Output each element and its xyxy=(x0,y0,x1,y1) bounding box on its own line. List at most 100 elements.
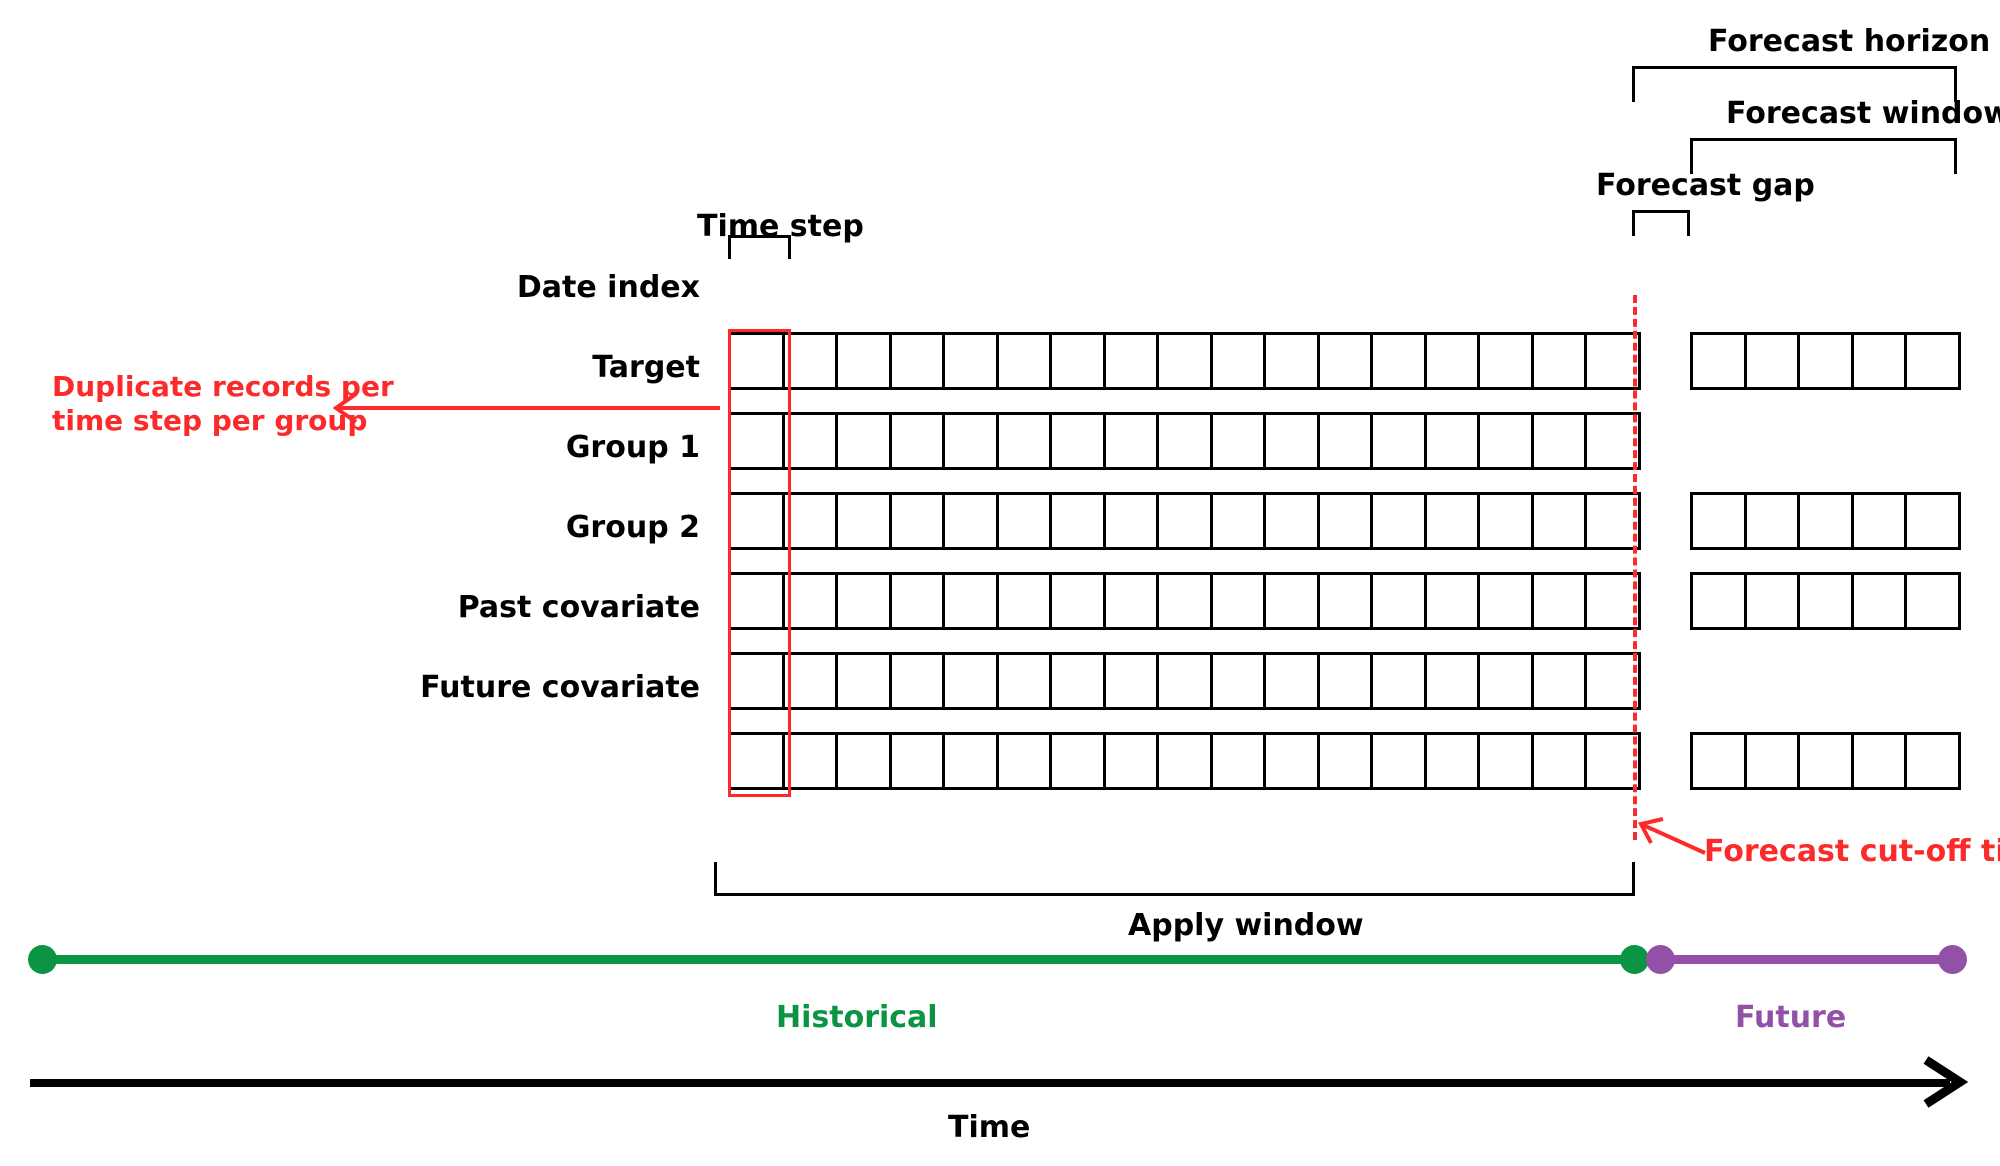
future-row-future-covariate xyxy=(1690,732,1961,790)
historical-start-dot xyxy=(28,945,57,974)
grid-cell xyxy=(1209,652,1266,710)
grid-cell xyxy=(1743,732,1800,790)
grid-cell xyxy=(1584,332,1641,390)
grid-cell xyxy=(1316,732,1373,790)
grid-cell xyxy=(835,492,892,550)
grid-cell xyxy=(1156,412,1213,470)
future-row-date-index xyxy=(1690,332,1961,390)
grid-cell xyxy=(728,412,785,470)
grid-cell xyxy=(1049,732,1106,790)
historical-row-group-1 xyxy=(728,492,1641,550)
grid-cell xyxy=(995,412,1052,470)
grid-cell xyxy=(1263,572,1320,630)
grid-cell xyxy=(1797,492,1854,550)
grid-cell xyxy=(1049,492,1106,550)
future-start-dot xyxy=(1646,945,1675,974)
grid-cell xyxy=(1530,652,1587,710)
grid-cell xyxy=(1423,492,1480,550)
time-step-label: Time step xyxy=(697,209,864,244)
grid-cell xyxy=(995,492,1052,550)
grid-cell xyxy=(1316,332,1373,390)
grid-cell xyxy=(835,412,892,470)
grid-cell xyxy=(1530,332,1587,390)
historical-row-group-2 xyxy=(728,572,1641,630)
grid-cell xyxy=(835,652,892,710)
grid-cell xyxy=(1263,492,1320,550)
forecast-window-label: Forecast window xyxy=(1726,96,2000,131)
grid-cell xyxy=(1690,572,1747,630)
grid-cell xyxy=(1209,412,1266,470)
grid-cell xyxy=(1797,332,1854,390)
grid-cell xyxy=(1423,332,1480,390)
grid-cell xyxy=(1209,572,1266,630)
grid-cell xyxy=(1102,732,1159,790)
grid-cell xyxy=(1904,572,1961,630)
grid-cell xyxy=(1049,332,1106,390)
grid-cell xyxy=(1370,332,1427,390)
historical-row-target xyxy=(728,412,1641,470)
grid-cell xyxy=(1370,652,1427,710)
grid-cell xyxy=(1423,572,1480,630)
grid-cell xyxy=(995,652,1052,710)
grid-cell xyxy=(1049,412,1106,470)
grid-cell xyxy=(1530,732,1587,790)
grid-cell xyxy=(1904,492,1961,550)
grid-cell xyxy=(835,332,892,390)
grid-cell xyxy=(1477,492,1534,550)
grid-cell xyxy=(1743,572,1800,630)
historical-timeline-line xyxy=(42,955,1644,964)
time-axis-label: Time xyxy=(948,1110,1031,1145)
grid-cell xyxy=(728,732,785,790)
grid-cell xyxy=(1316,572,1373,630)
grid-cell xyxy=(1156,652,1213,710)
row-label-group-2: Group 2 xyxy=(565,510,700,545)
grid-cell xyxy=(1743,332,1800,390)
grid-cell xyxy=(1690,332,1747,390)
grid-cell xyxy=(888,412,945,470)
grid-cell xyxy=(1477,572,1534,630)
grid-cell xyxy=(1690,492,1747,550)
future-label: Future xyxy=(1735,1000,1847,1035)
apply-window-label: Apply window xyxy=(1128,908,1364,943)
grid-cell xyxy=(1263,332,1320,390)
grid-cell xyxy=(942,732,999,790)
grid-cell xyxy=(995,732,1052,790)
grid-cell xyxy=(1904,732,1961,790)
grid-cell xyxy=(1584,412,1641,470)
grid-cell xyxy=(1904,332,1961,390)
grid-cell xyxy=(1209,332,1266,390)
time-axis-arrowhead xyxy=(1923,1056,1969,1108)
time-step-highlight-box xyxy=(728,329,791,797)
apply-window-bracket xyxy=(714,862,1635,896)
grid-cell xyxy=(1156,572,1213,630)
grid-cell xyxy=(1102,652,1159,710)
grid-cell xyxy=(1584,572,1641,630)
forecast-window-bracket xyxy=(1690,138,1957,174)
forecast-gap-label: Forecast gap xyxy=(1596,168,1815,203)
future-timeline-line xyxy=(1660,955,1952,964)
grid-cell xyxy=(1102,412,1159,470)
grid-cell xyxy=(1263,412,1320,470)
future-row-group-1 xyxy=(1690,492,1961,550)
forecast-gap-bracket xyxy=(1632,210,1690,236)
future-row-group-2 xyxy=(1690,572,1961,630)
grid-cell xyxy=(1530,492,1587,550)
grid-cell xyxy=(1209,732,1266,790)
grid-cell xyxy=(835,572,892,630)
grid-cell xyxy=(1049,572,1106,630)
grid-cell xyxy=(888,332,945,390)
grid-cell xyxy=(1156,732,1213,790)
grid-cell xyxy=(1423,732,1480,790)
grid-cell xyxy=(888,652,945,710)
grid-cell xyxy=(1477,732,1534,790)
grid-cell xyxy=(1850,572,1907,630)
grid-cell xyxy=(1584,732,1641,790)
duplicate-records-line-2: time step per group xyxy=(52,404,368,438)
time-step-bracket xyxy=(728,235,791,259)
grid-cell xyxy=(1690,732,1747,790)
grid-cell xyxy=(942,652,999,710)
grid-cell xyxy=(1850,332,1907,390)
grid-cell xyxy=(1209,492,1266,550)
grid-cell xyxy=(942,572,999,630)
